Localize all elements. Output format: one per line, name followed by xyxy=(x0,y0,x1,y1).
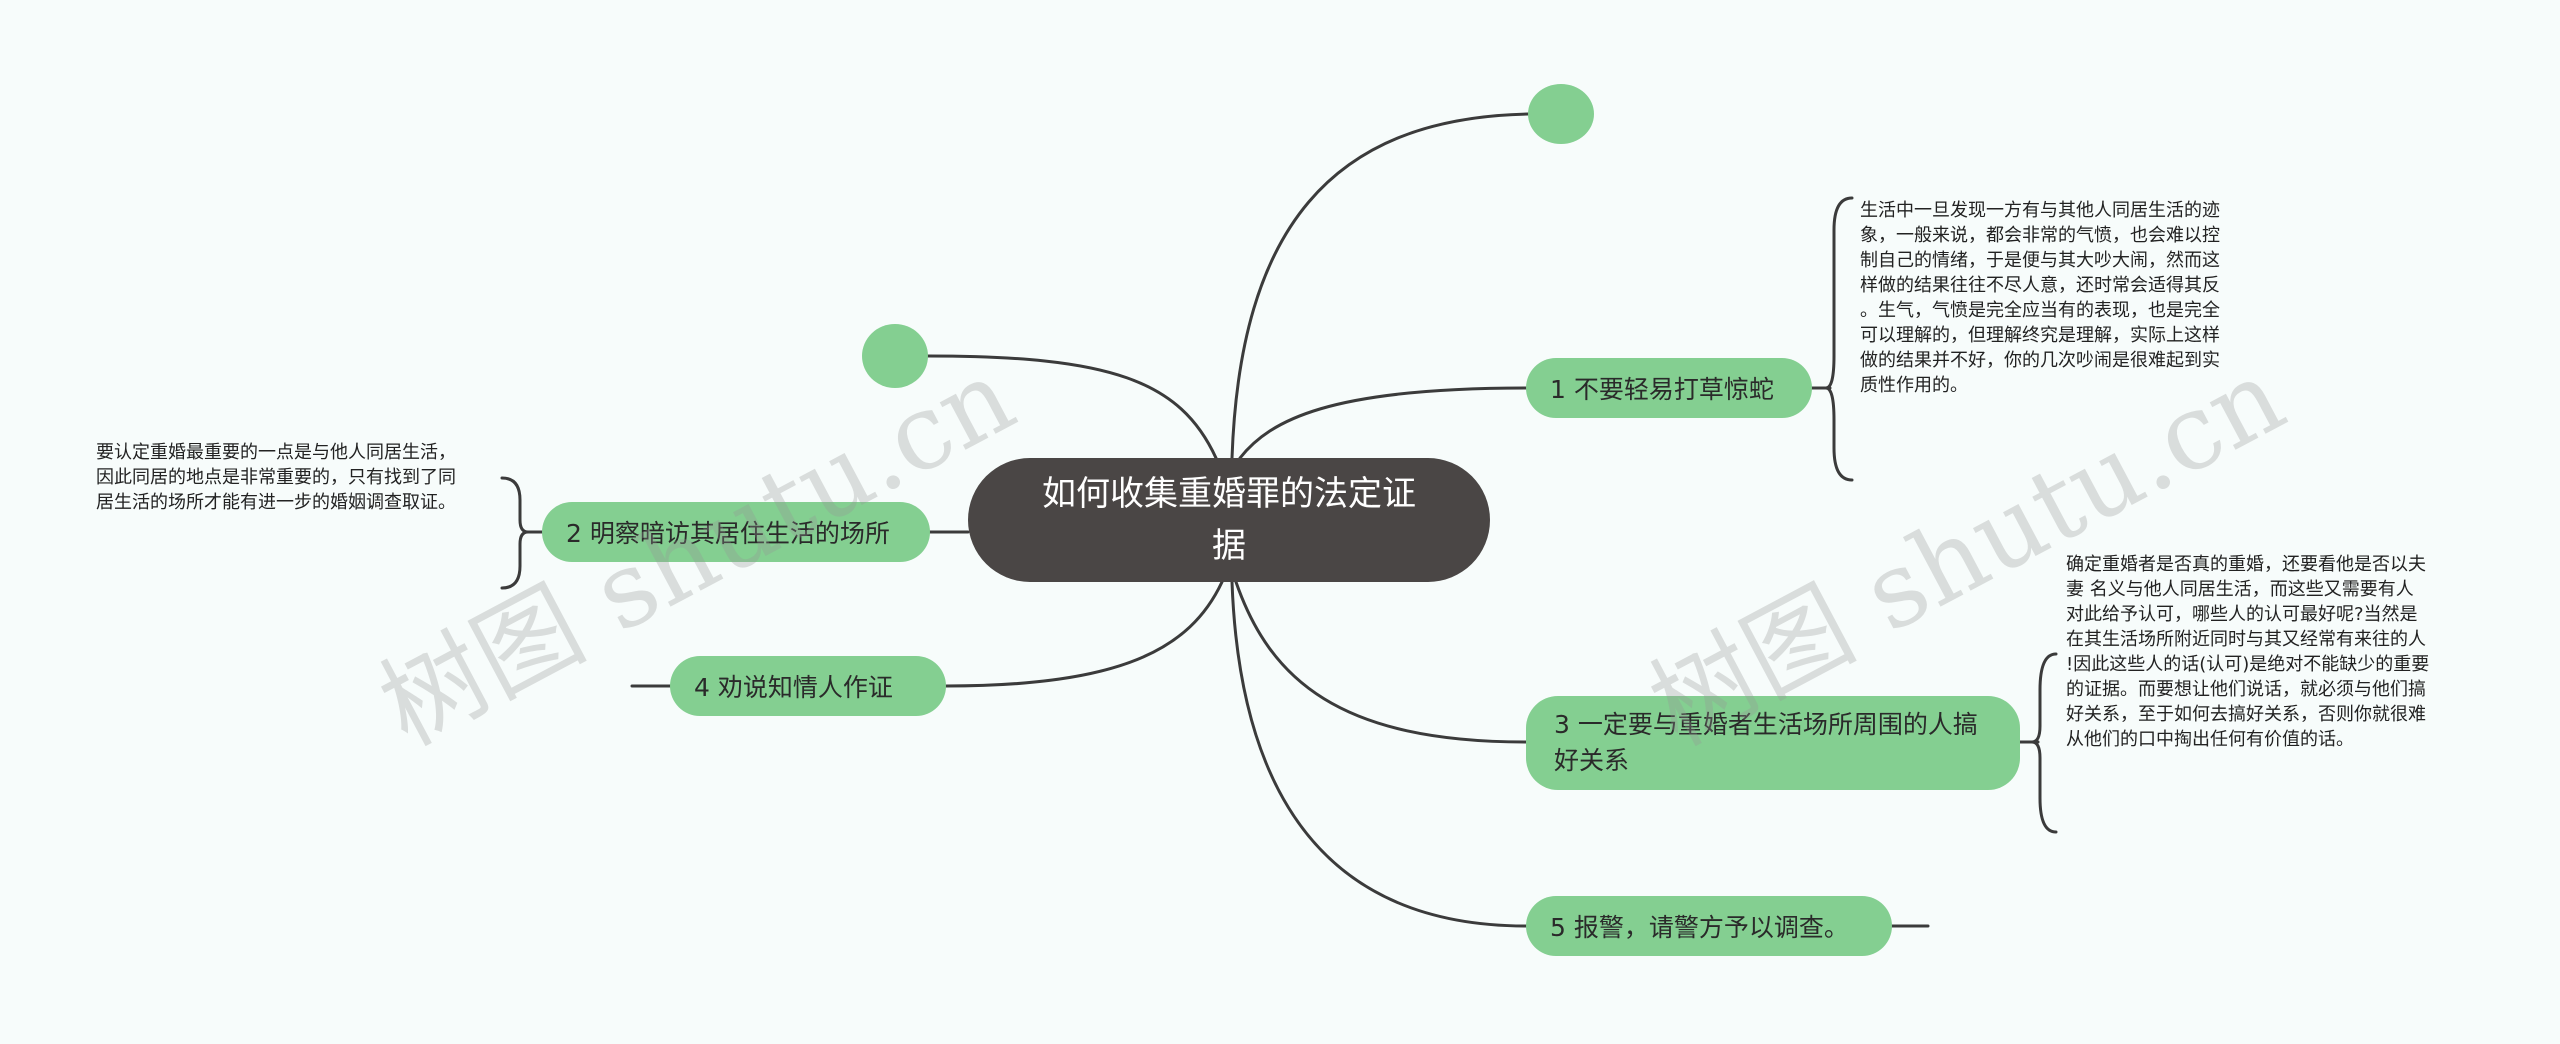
branch-4[interactable]: 4 劝说知情人作证 xyxy=(670,656,946,716)
branch-3[interactable]: 3 一定要与重婚者生活场所周围的人搞好关系 xyxy=(1526,696,2020,790)
edge-center-blank-top xyxy=(1230,112,1530,460)
branch-4-label: 4 劝说知情人作证 xyxy=(694,673,893,702)
note-branch-3: 确定重婚者是否真的重婚，还要看他是否以夫 妻 名义与他人同居生活，而这些又需要有… xyxy=(2066,554,2430,750)
empty-topic-left[interactable] xyxy=(862,324,928,388)
branch-2-label: 2 明察暗访其居住生活的场所 xyxy=(566,519,890,548)
empty-topic-top[interactable] xyxy=(1528,84,1594,144)
branch-1[interactable]: 1 不要轻易打草惊蛇 xyxy=(1526,358,1812,418)
edge-center-b4 xyxy=(944,580,1224,688)
central-topic-label: 如何收集重婚罪的法定证据 xyxy=(1042,474,1416,566)
bracket-n1 xyxy=(1825,196,1854,482)
note-branch-2: 要认定重婚最重要的一点是与他人同居生活， 因此同居的地点是非常重要的，只有找到了… xyxy=(96,442,456,513)
edge-center-b1 xyxy=(1238,386,1528,460)
bracket-n2 xyxy=(500,476,529,590)
branch-5-label: 5 报警，请警方予以调查。 xyxy=(1550,913,1849,942)
branch-5[interactable]: 5 报警，请警方予以调查。 xyxy=(1526,896,1892,956)
bracket-n3 xyxy=(2031,652,2058,834)
branch-3-label: 3 一定要与重婚者生活场所周围的人搞好关系 xyxy=(1554,710,1978,775)
edge-center-b3 xyxy=(1234,580,1528,744)
note-branch-1: 生活中一旦发现一方有与其他人同居生活的迹 象，一般来说，都会非常的气愤，也会难以… xyxy=(1860,200,2220,396)
branch-2[interactable]: 2 明察暗访其居住生活的场所 xyxy=(542,502,930,562)
branch-1-label: 1 不要轻易打草惊蛇 xyxy=(1550,375,1774,404)
edge-center-blank-left xyxy=(926,354,1218,460)
edge-center-b5 xyxy=(1230,580,1528,928)
central-topic[interactable]: 如何收集重婚罪的法定证据 xyxy=(968,458,1490,582)
